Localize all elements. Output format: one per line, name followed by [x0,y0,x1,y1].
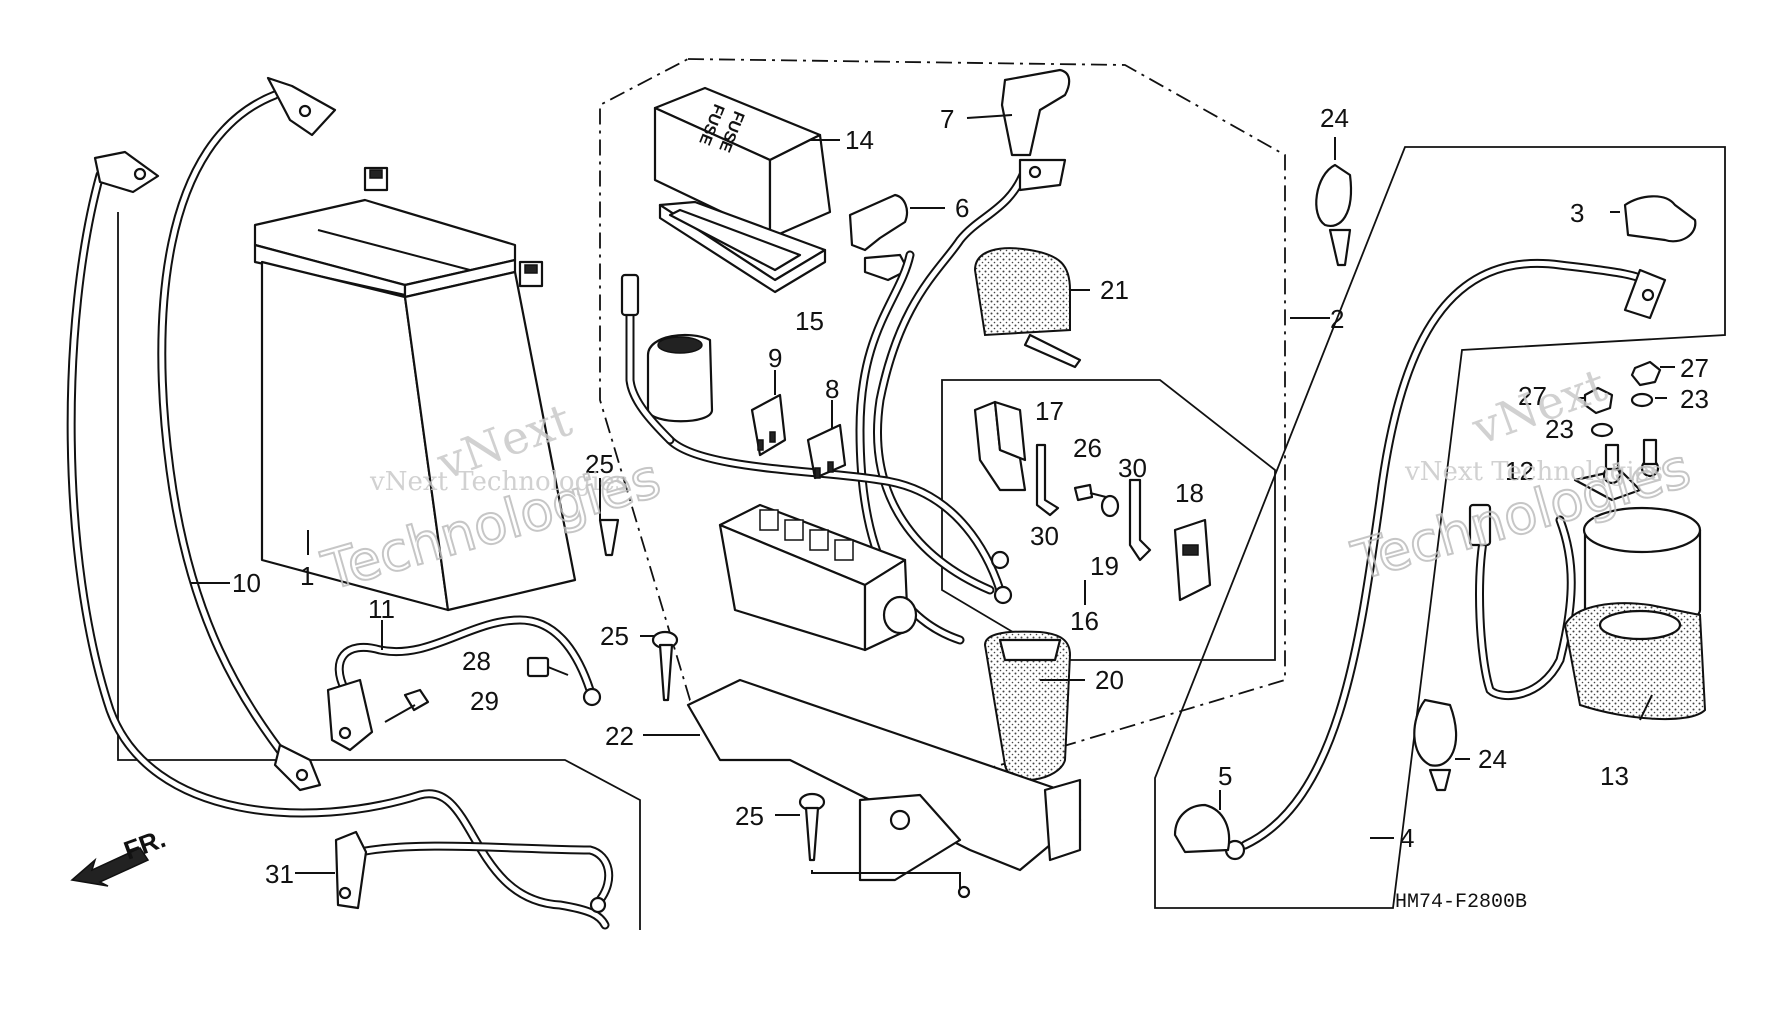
callout-24b: 24 [1478,744,1507,774]
starter-cable-group-frame [1154,146,1726,909]
starter-solenoid-12 [1573,438,1702,627]
fuse-box [718,503,918,652]
battery-bracket-22 [686,678,1082,899]
negative-cable [66,150,610,930]
callout-24a: 24 [1320,103,1349,133]
main-fuse-cover [973,247,1082,369]
callout-8: 8 [825,374,839,404]
terminal-cover-6 [848,193,910,282]
callout-1: 1 [300,561,314,591]
callout-6: 6 [955,193,969,223]
bolt-28 [526,656,569,678]
fuse-9 [750,393,787,457]
callout-numbers: 1 2 3 4 5 6 7 8 9 10 11 12 13 14 15 16 1… [232,103,1709,889]
watermark-right-line2: vNext Technologies [1404,457,1663,487]
callout-18: 18 [1175,478,1204,508]
callout-30a: 30 [1030,521,1059,551]
fuse-holder [620,273,714,445]
callout-21: 21 [1100,275,1129,305]
callout-15: 15 [795,306,824,336]
callout-13: 13 [1600,761,1629,791]
fuse-8 [806,423,847,480]
callout-27a: 27 [1680,353,1709,383]
front-direction-arrow: FR. [70,823,170,887]
callout-27b: 27 [1518,381,1547,411]
callout-22: 22 [605,721,634,751]
ground-cable-11 [326,615,602,752]
watermark-right-line1: vNext [1464,357,1613,455]
callout-4: 4 [1400,823,1414,853]
solenoid-lead [1468,503,1576,700]
callout-10: 10 [232,568,261,598]
callout-3: 3 [1570,198,1584,228]
terminal-cover-7 [966,68,1071,157]
positive-cable [157,76,337,792]
callout-16: 16 [1070,606,1099,636]
relay-18 [1173,518,1212,602]
callout-19: 19 [1090,551,1119,581]
callout-23b: 23 [1545,414,1574,444]
callout-14: 14 [845,125,874,155]
bolt-29 [384,688,430,723]
rubber-mount-13 [1563,602,1707,721]
ground-cable-31 [334,830,614,914]
callout-26: 26 [1073,433,1102,463]
callout-7: 7 [940,104,954,134]
terminal-30-right [1128,478,1152,562]
callout-25b: 25 [600,621,629,651]
watermark-left-line2: vNext Technologies [369,467,628,497]
clip-25-a [598,518,620,557]
callout-31: 31 [265,859,294,889]
callout-29: 29 [470,686,499,716]
nuts-washers [1583,360,1662,438]
relay-subgroup-frame [941,379,1276,661]
diagram-code: HM74-F2800B [1395,891,1527,914]
relay-holder-20 [983,630,1072,781]
callout-2: 2 [1330,304,1344,334]
battery [253,166,577,612]
callout-23a: 23 [1680,384,1709,414]
callout-9: 9 [768,343,782,373]
leader-lines [190,137,1675,874]
washer-19 [1100,494,1120,518]
callout-20: 20 [1095,665,1124,695]
clip-25-b [651,630,679,702]
callout-30b: 30 [1118,453,1147,483]
rear-harness-frame [117,212,641,930]
terminal-cover-3 [1623,195,1697,243]
starter-cable-4 [1224,259,1667,861]
terminal-30-left [1035,443,1060,517]
clip-24-bottom [1413,698,1458,792]
clip-25-c [798,792,961,890]
callout-11: 11 [368,594,395,624]
callout-25c: 25 [735,801,764,831]
callout-28: 28 [462,646,491,676]
callout-12: 12 [1505,456,1534,486]
fuse-box-gasket [658,200,827,294]
callout-5: 5 [1218,761,1232,791]
callout-25a: 25 [585,449,614,479]
terminal-cap-5 [1173,803,1231,854]
relay-bracket-17 [973,400,1027,492]
fuse-box-cover: FUSE FUSE [653,86,832,240]
front-label: FR. [120,823,170,866]
clip-24-top [1315,163,1353,267]
callout-17: 17 [1035,396,1064,426]
